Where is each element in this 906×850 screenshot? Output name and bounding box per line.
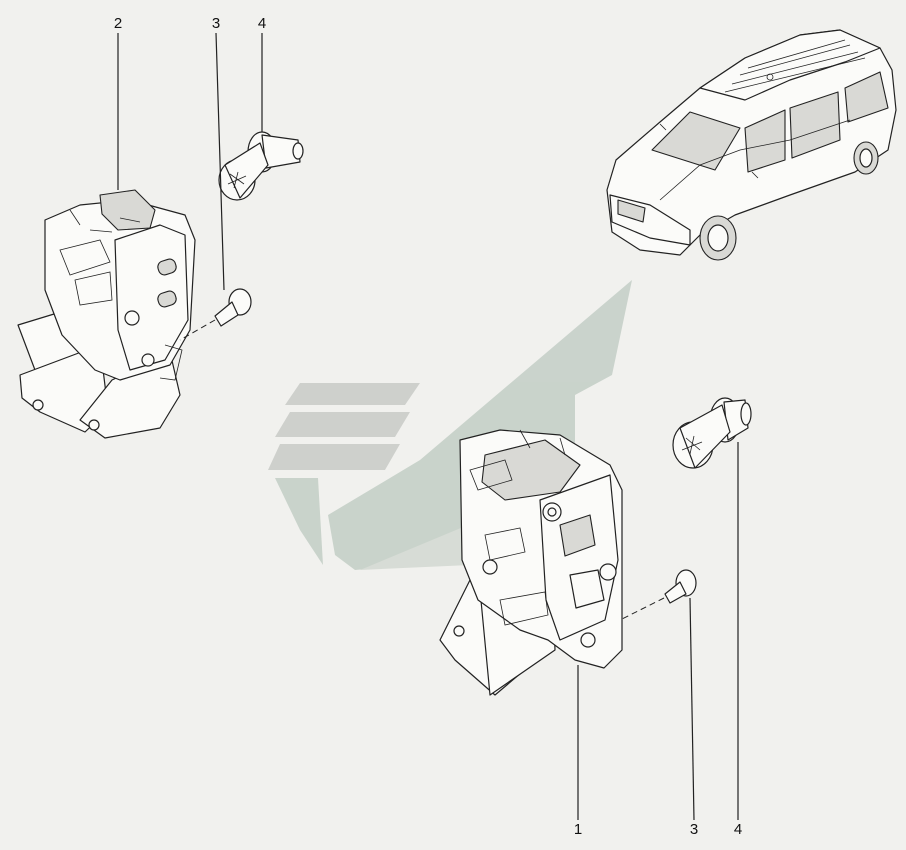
striker-bolt-icon [672, 397, 752, 469]
striker-bolt-icon [218, 131, 304, 201]
torx-screw-icon [179, 288, 252, 341]
callout-label-bolt-lower: 4 [734, 821, 742, 838]
minivan-icon [606, 29, 897, 261]
callout-label-bolt-upper: 4 [258, 15, 266, 32]
callout-label-screw-lower: 3 [690, 821, 698, 838]
callout-label-latch-upper: 2 [114, 15, 122, 32]
torx-screw-icon [619, 569, 697, 621]
door-latch-icon [439, 429, 623, 696]
door-latch-icon [17, 189, 196, 439]
leader-lines [117, 32, 739, 821]
callout-label-latch-lower: 1 [574, 821, 582, 838]
callout-label-screw-upper: 3 [212, 15, 220, 32]
